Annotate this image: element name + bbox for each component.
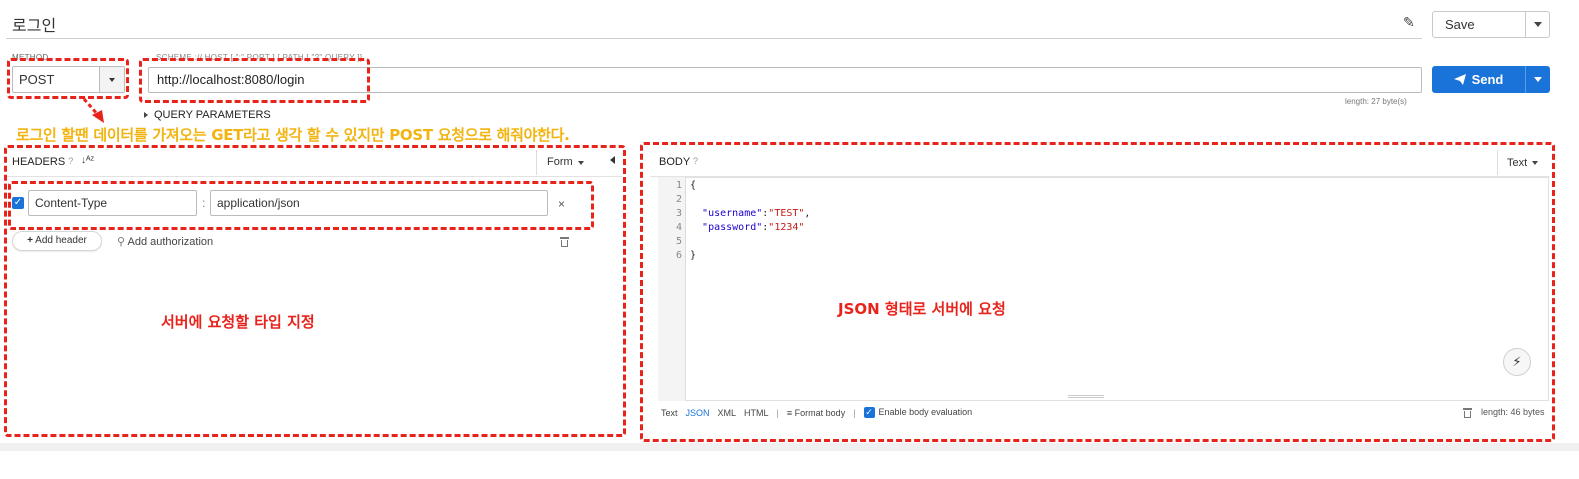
line-number-gutter: [658, 177, 686, 401]
format-body-button[interactable]: ≡ Format body: [786, 407, 846, 418]
chevron-down-icon: [1532, 160, 1539, 165]
body-type-xml[interactable]: XML: [717, 407, 737, 418]
body-title: BODY ?: [659, 156, 699, 168]
close-icon[interactable]: ×: [558, 197, 566, 211]
line-number: 1: [675, 180, 682, 191]
header-enabled-checkbox[interactable]: ✓: [12, 197, 24, 209]
line-number: 5: [675, 236, 682, 247]
pencil-icon[interactable]: ✎: [1403, 14, 1415, 30]
add-authorization-button[interactable]: ⚲ Add authorization: [117, 236, 214, 248]
save-dropdown-toggle[interactable]: [1525, 12, 1549, 37]
plus-icon: +: [27, 235, 33, 246]
save-label: Save: [1445, 17, 1475, 32]
annotation-box-method: [7, 58, 129, 99]
line-number: 6: [675, 250, 682, 261]
annotation-box-body: [640, 142, 1555, 442]
collapse-panel-icon[interactable]: [610, 156, 615, 164]
code-line: "password":"1234": [702, 222, 805, 233]
headers-title: HEADERS ?: [12, 156, 74, 168]
headers-mode-select[interactable]: Form: [536, 150, 594, 175]
footer-separator: |: [776, 407, 779, 418]
request-title[interactable]: 로그인: [12, 16, 57, 35]
annotation-box-headers: [4, 145, 626, 437]
add-header-button[interactable]: + Add header: [12, 231, 102, 251]
headers-mode-value: Form: [547, 156, 573, 168]
format-icon: ≡: [786, 407, 793, 418]
body-editor[interactable]: [658, 177, 1549, 401]
key-icon: ⚲: [117, 236, 126, 248]
bottom-strip: [0, 443, 1579, 451]
method-value: POST: [19, 72, 55, 87]
footer-separator: |: [853, 407, 856, 418]
annotation-box-header-row: [8, 181, 594, 230]
line-number: 3: [675, 208, 682, 219]
checkbox-checked-icon: ✓: [863, 407, 875, 419]
annotation-box-url: [139, 58, 370, 103]
send-label: Send: [1471, 72, 1504, 87]
url-input[interactable]: http://localhost:8080/login: [148, 67, 1422, 93]
magic-wand-icon[interactable]: ⚡: [1503, 348, 1531, 376]
body-type-json[interactable]: JSON: [685, 407, 710, 418]
annotation-body-note: JSON 형태로 서버에 요청: [838, 300, 1006, 318]
save-button[interactable]: Save: [1432, 11, 1550, 38]
body-mode-value: Text: [1507, 156, 1528, 169]
help-icon[interactable]: ?: [68, 156, 74, 166]
query-parameters-label: QUERY PARAMETERS: [154, 109, 271, 121]
header-separator: :: [202, 196, 206, 210]
code-line: {: [690, 180, 697, 191]
paper-plane-icon: [1453, 74, 1466, 85]
method-label: METHOD: [12, 53, 49, 62]
chevron-down-icon: [109, 77, 115, 82]
url-length: length: 27 byte(s): [1345, 97, 1407, 106]
help-icon[interactable]: ?: [693, 156, 699, 166]
title-divider: [6, 38, 1422, 39]
sort-icon[interactable]: ↓ᴬᶻ: [81, 155, 95, 166]
send-button[interactable]: Send: [1432, 66, 1550, 93]
url-label: SCHEME :// HOST [ ":" PORT ] [ PATH [ "?…: [156, 53, 363, 62]
enable-body-evaluation-toggle[interactable]: ✓Enable body evaluation: [863, 407, 973, 419]
code-line: }: [690, 250, 697, 261]
trash-icon[interactable]: [560, 237, 569, 247]
body-mode-select[interactable]: Text: [1497, 150, 1547, 175]
header-value-input[interactable]: application/json: [210, 190, 548, 216]
line-number: 4: [675, 222, 682, 233]
query-parameters-toggle[interactable]: QUERY PARAMETERS: [144, 109, 271, 121]
send-dropdown-toggle[interactable]: [1525, 66, 1550, 93]
code-line: "username":"TEST",: [702, 208, 811, 219]
annotation-top-note: 로그인 할땐 데이터를 가져오는 GET라고 생각 할 수 있지만 POST 요…: [16, 126, 570, 144]
body-length: length: 46 bytes: [1481, 407, 1545, 417]
method-dropdown-toggle[interactable]: [99, 67, 124, 92]
headers-divider: [6, 176, 622, 177]
trash-icon[interactable]: [1463, 408, 1472, 418]
chevron-right-icon: [144, 112, 148, 118]
annotation-arrow: [82, 98, 104, 123]
body-footer: Text JSON XML HTML | ≡ Format body | ✓En…: [661, 407, 973, 419]
body-divider: [650, 176, 1550, 177]
line-number: 2: [675, 194, 682, 205]
chevron-down-icon: [1533, 22, 1542, 27]
editor-resize-handle[interactable]: [1068, 395, 1104, 398]
header-name-input[interactable]: Content-Type: [28, 190, 197, 216]
chevron-down-icon: [577, 160, 584, 165]
body-type-html[interactable]: HTML: [744, 407, 769, 418]
body-type-text[interactable]: Text: [661, 407, 678, 418]
annotation-headers-note: 서버에 요청할 타입 지정: [161, 313, 315, 331]
chevron-down-icon: [1534, 77, 1542, 82]
method-select[interactable]: POST: [12, 66, 125, 93]
